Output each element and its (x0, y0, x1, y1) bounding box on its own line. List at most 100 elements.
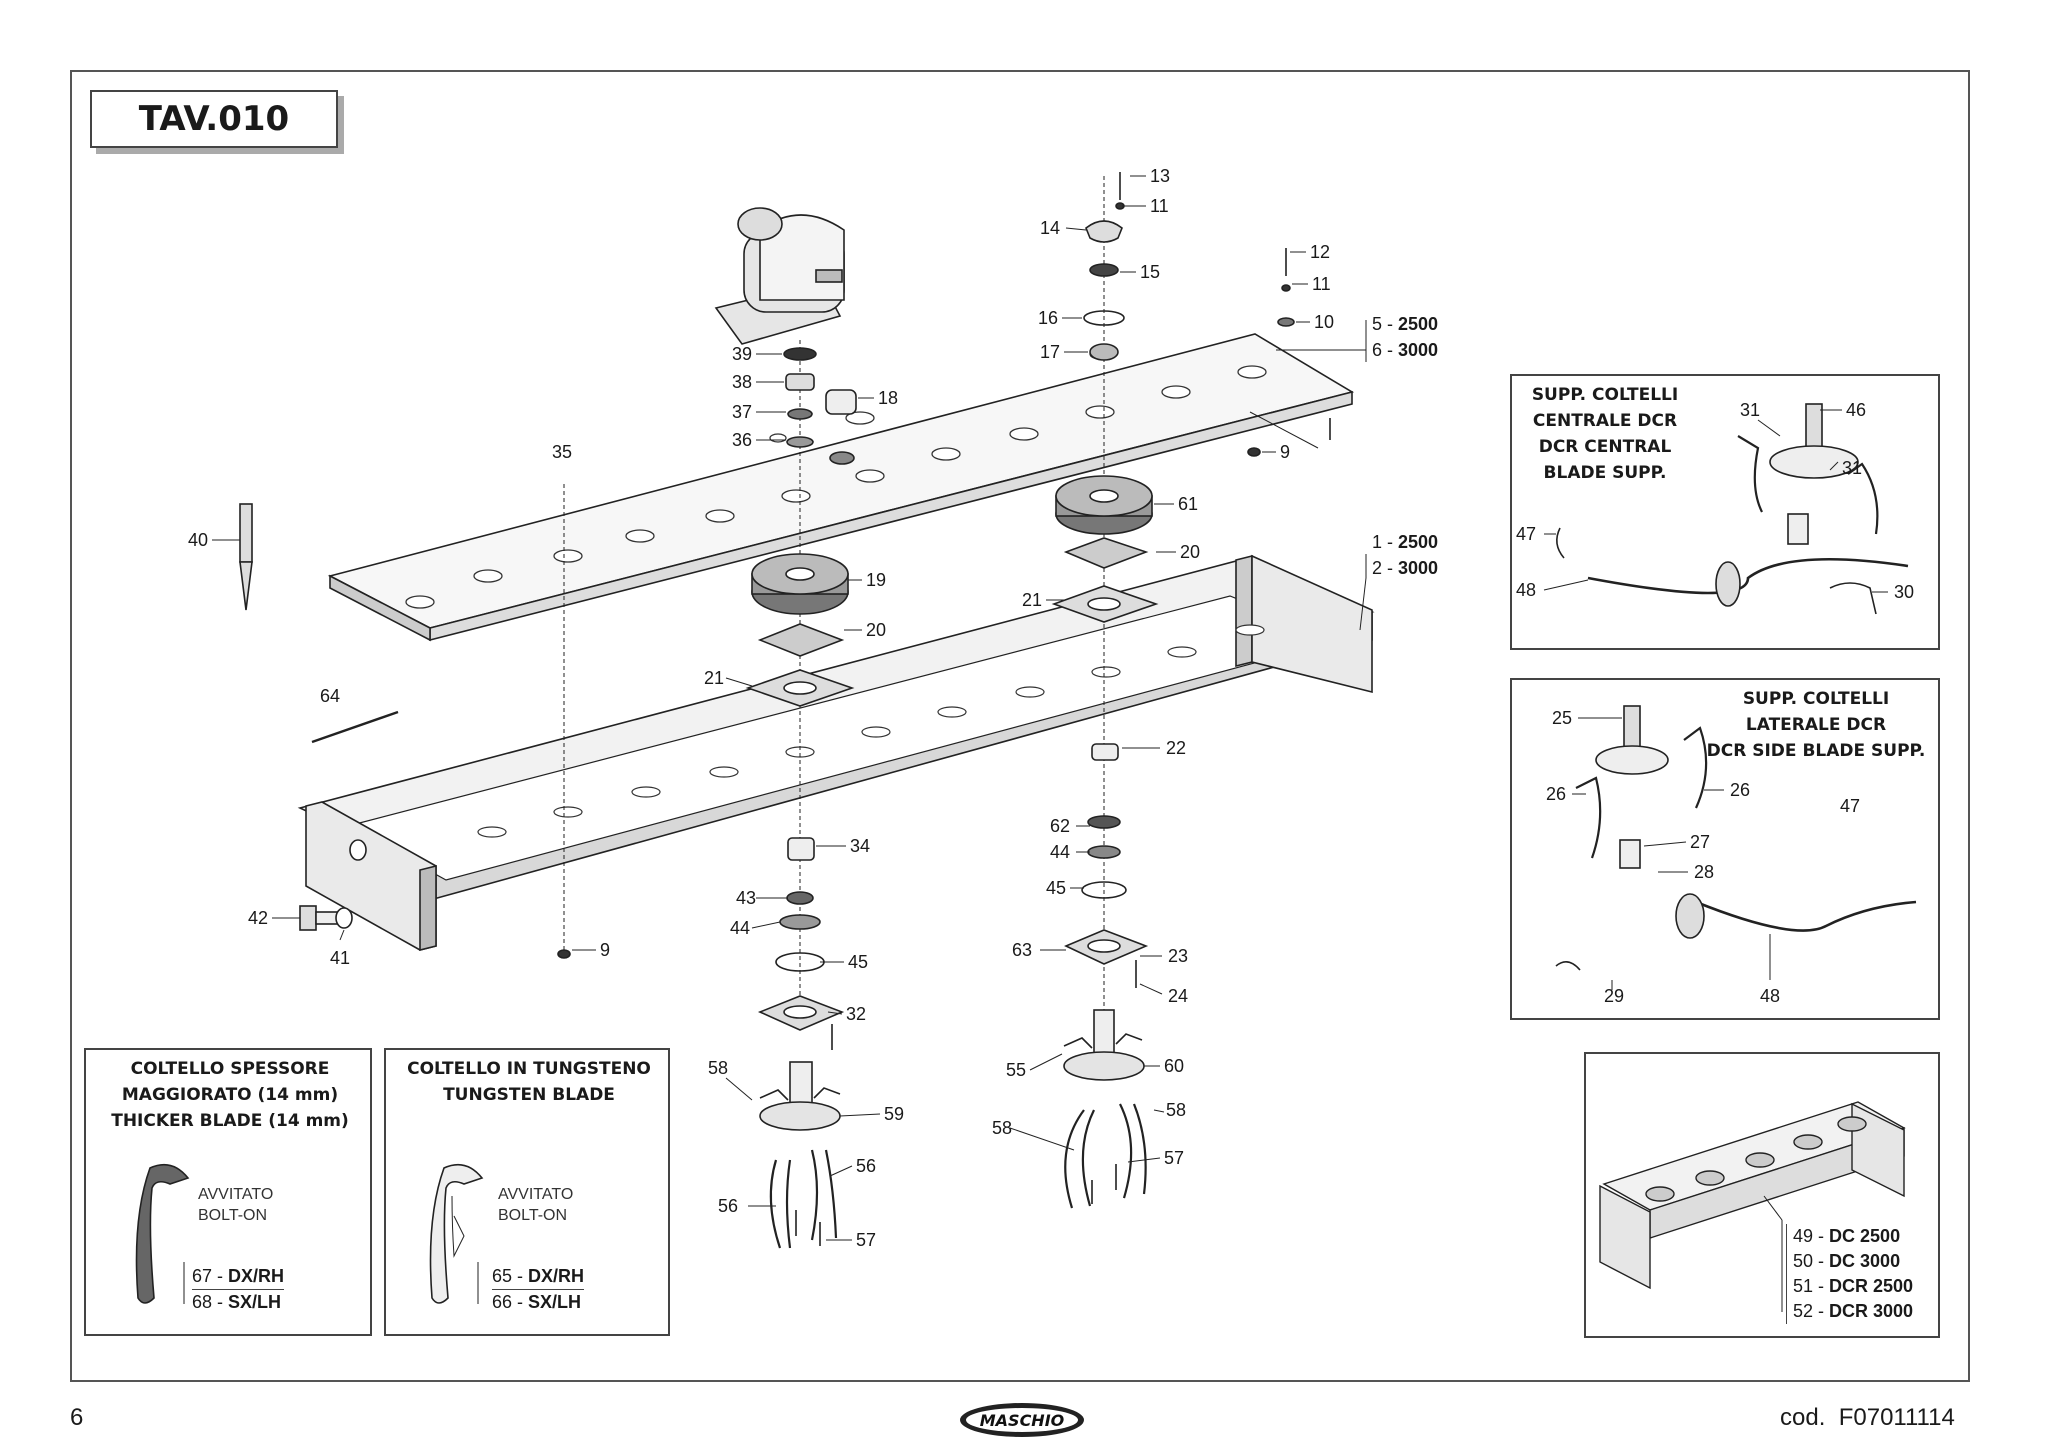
callout-36: 36 (732, 430, 752, 450)
misc-parts (239, 248, 1367, 960)
callout-47: 47 (1516, 524, 1536, 544)
callout-20: 20 (1180, 542, 1200, 562)
thicker-blade-codes: 67 - DX/RH 68 - SX/LH (188, 1264, 285, 1315)
callout-32: 32 (846, 1004, 866, 1024)
thicker-blade-rh: 67 - DX/RH (192, 1266, 285, 1286)
variant-frame-1: 1 - 2500 (1372, 532, 1438, 552)
callout-24: 24 (1168, 986, 1188, 1006)
leader-lines (212, 175, 1310, 1241)
thicker-blade-lh: 68 - SX/LH (192, 1289, 285, 1315)
variant-top-plate-1: 5 - 2500 (1372, 314, 1438, 334)
callout-21: 21 (1022, 590, 1042, 610)
callout-44: 44 (1050, 842, 1070, 862)
thicker-blade-title: COLTELLO SPESSORE MAGGIORATO (14 mm) THI… (111, 1059, 349, 1131)
assembly-variant-50: 50 - DC 3000 (1793, 1251, 1901, 1271)
tungsten-blade-lh: 66 - SX/LH (492, 1289, 585, 1315)
tungsten-blade-rh: 65 - DX/RH (492, 1266, 585, 1286)
gear-61 (1055, 475, 1153, 535)
assembly-variant-52: 52 - DCR 3000 (1793, 1301, 1914, 1321)
callout-35: 35 (552, 442, 572, 462)
thicker-blade-note: AVVITATO BOLT-ON (198, 1186, 274, 1224)
right-part-stack (1051, 172, 1159, 1209)
side-panel-title: SUPP. COLTELLI LATERALE DCR DCR SIDE BLA… (1706, 689, 1926, 761)
drawing-frame (70, 70, 1970, 1382)
assembly-variant-list: 49 - DC 2500 50 - DC 3000 51 - DCR 2500 … (1786, 1224, 1913, 1324)
blade-panel-art (135, 1163, 484, 1304)
callout-58: 58 (1166, 1100, 1186, 1120)
callout-56: 56 (856, 1156, 876, 1176)
callout-45: 45 (848, 952, 868, 972)
callout-26: 26 (1730, 780, 1750, 800)
callout-25: 25 (1552, 708, 1572, 728)
assembly-variants-panel: 49 - DC 2500 50 - DC 3000 51 - DCR 2500 … (1584, 1052, 1940, 1338)
callout-12: 12 (1310, 242, 1330, 262)
callout-31: 31 (1740, 400, 1760, 420)
callout-21: 21 (704, 668, 724, 688)
callout-9: 9 (600, 940, 610, 960)
callout-41: 41 (330, 948, 350, 968)
top-plate (327, 333, 1355, 642)
callout-11: 11 (1312, 274, 1331, 294)
central-support-art (1543, 403, 1909, 615)
callout-20: 20 (866, 620, 886, 640)
variant-top-plate-2: 6 - 3000 (1372, 340, 1438, 360)
callout-48: 48 (1760, 986, 1780, 1006)
main-callouts: 13 11 14 15 12 11 16 10 17 39 38 37 18 3… (188, 166, 1334, 1250)
gear-19 (751, 553, 849, 615)
callout-37: 37 (732, 402, 752, 422)
variant-labels: 5 - 2500 6 - 3000 1 - 2500 2 - 3000 (1372, 314, 1438, 578)
callout-13: 13 (1150, 166, 1170, 186)
callout-55: 55 (1006, 1060, 1026, 1080)
gearbox (714, 207, 845, 345)
callout-10: 10 (1314, 312, 1334, 332)
assembly-variant-49: 49 - DC 2500 (1793, 1226, 1901, 1246)
callout-43: 43 (736, 888, 756, 908)
callout-56: 56 (718, 1196, 738, 1216)
callout-11: 11 (1150, 196, 1169, 216)
assembly-variant-51: 51 - DCR 2500 (1793, 1276, 1914, 1296)
callout-57: 57 (856, 1230, 876, 1250)
callout-28: 28 (1694, 862, 1714, 882)
tungsten-blade-panel: COLTELLO IN TUNGSTENO TUNGSTEN BLADE AVV… (384, 1048, 670, 1336)
central-panel-title: SUPP. COLTELLI CENTRALE DCR DCR CENTRAL … (1531, 385, 1679, 483)
callout-22: 22 (1166, 738, 1186, 758)
callout-26: 26 (1546, 784, 1566, 804)
logo-text: MASCHIO (980, 1411, 1065, 1430)
callout-63: 63 (1012, 940, 1032, 960)
table-title: TAV.010 (90, 90, 338, 148)
callout-61: 61 (1178, 494, 1198, 514)
callout-39: 39 (732, 344, 752, 364)
callout-58: 58 (992, 1118, 1012, 1138)
callout-9: 9 (1280, 442, 1290, 462)
assembly-art (1599, 1101, 1906, 1312)
tungsten-blade-title: COLTELLO IN TUNGSTENO TUNGSTEN BLADE (407, 1059, 651, 1105)
callout-57: 57 (1164, 1148, 1184, 1168)
callout-14: 14 (1040, 218, 1060, 238)
callout-45: 45 (1046, 878, 1066, 898)
page-number: 6 (70, 1404, 84, 1431)
callout-34: 34 (850, 836, 870, 856)
callout-58: 58 (708, 1058, 728, 1078)
callout-19: 19 (866, 570, 886, 590)
maschio-logo: MASCHIO (960, 1403, 1084, 1437)
main-frame (297, 554, 1375, 952)
callout-30: 30 (1894, 582, 1914, 602)
callout-17: 17 (1040, 342, 1060, 362)
callout-29: 29 (1604, 986, 1624, 1006)
callout-62: 62 (1050, 816, 1070, 836)
callout-40: 40 (188, 530, 208, 550)
callout-23: 23 (1168, 946, 1188, 966)
callout-47: 47 (1840, 796, 1860, 816)
callout-15: 15 (1140, 262, 1160, 282)
thicker-blade-panel: COLTELLO SPESSORE MAGGIORATO (14 mm) THI… (84, 1048, 372, 1336)
document-code: cod. F07011114 (1780, 1404, 1955, 1431)
side-support-callouts: 25 26 26 47 27 28 29 48 (1546, 708, 1860, 1006)
callout-31: 31 (1842, 458, 1862, 478)
callout-16: 16 (1038, 308, 1058, 328)
callout-46: 46 (1846, 400, 1866, 420)
side-support-art (1555, 705, 1917, 990)
callout-59: 59 (884, 1104, 904, 1124)
variant-frame-2: 2 - 3000 (1372, 558, 1438, 578)
callout-44: 44 (730, 918, 750, 938)
